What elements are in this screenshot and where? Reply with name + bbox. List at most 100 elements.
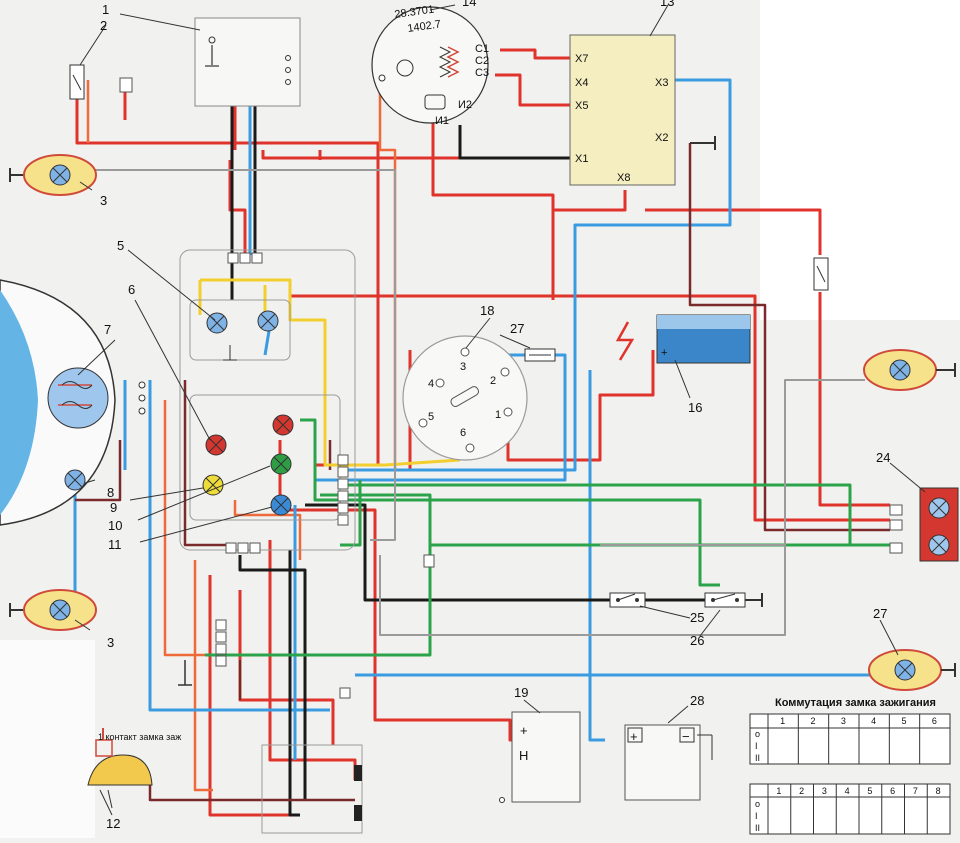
wire-black: [288, 550, 300, 817]
battery16-plus: +: [661, 347, 667, 359]
horn-12: [87, 728, 153, 816]
coil-text-2: 1402.7: [407, 18, 442, 35]
wire-brown: [148, 785, 355, 802]
wire-orange: [193, 560, 213, 792]
table-col-header: 4: [845, 786, 850, 796]
wire-red: [290, 294, 890, 522]
callout-26: 26: [690, 633, 704, 648]
generator-labels: 28.3701 1402.7 C1 C2 C3 И2 И1: [394, 4, 489, 127]
cluster-lamp-blue-2: [257, 310, 279, 332]
wire-yellow: [384, 458, 461, 467]
bottom-switch-box: [261, 744, 363, 834]
wire-blue: [340, 78, 732, 472]
callout-24: 24: [876, 450, 890, 465]
table-col-header: 2: [811, 716, 816, 726]
wire-black: [458, 125, 570, 160]
ign-term-4: 4: [428, 378, 434, 390]
coil-c2: C2: [475, 55, 489, 67]
table-col-header: 3: [822, 786, 827, 796]
callout-13: 13: [660, 0, 674, 9]
callout-12: 12: [106, 816, 120, 831]
battery-28: [624, 724, 713, 801]
table-title: Коммутация замка зажигания: [775, 697, 936, 709]
coil-text: 28.3701: [394, 4, 435, 21]
callout-7: 7: [104, 322, 111, 337]
relay-regulator-13: [569, 34, 716, 186]
callout-16: 16: [688, 400, 702, 415]
generator-14: [371, 6, 489, 124]
cluster-lamp-red-6: [205, 434, 227, 456]
wire-blue: [148, 380, 330, 712]
callout-11: 11: [108, 537, 122, 552]
relay-x7: X7: [575, 53, 588, 65]
table-col-header: 5: [902, 716, 907, 726]
ign-term-3: 3: [460, 361, 466, 373]
table-col-header: 6: [932, 716, 937, 726]
reg-plus: +: [520, 723, 528, 738]
table-col-header: 5: [867, 786, 872, 796]
relay-x8: X8: [617, 172, 630, 184]
wire-red: [495, 73, 570, 107]
table-row-header: II: [755, 823, 760, 833]
callout-8: 8: [107, 485, 114, 500]
table-col-header: 1: [780, 716, 785, 726]
coil-i2: И2: [458, 99, 472, 111]
table-col-header: 3: [841, 716, 846, 726]
wire-red: [238, 590, 335, 745]
brake-switch-25: [609, 592, 646, 608]
callout-3-top: 3: [100, 193, 107, 208]
wire-red: [553, 190, 627, 212]
coil-c1: C1: [475, 43, 489, 55]
lamp-27-right: [868, 649, 956, 691]
coil-c3: C3: [475, 67, 489, 79]
wire-orange: [233, 500, 302, 560]
cluster-lamp-green: [270, 453, 292, 475]
table-col-header: 6: [890, 786, 895, 796]
table-col-header: 7: [913, 786, 918, 796]
table-col-header: 2: [799, 786, 804, 796]
cluster-lamp-blue-10: [270, 494, 292, 516]
regulator-19: [499, 711, 581, 803]
wire-yellow: [200, 278, 385, 467]
wire-red: [228, 160, 247, 255]
fuse-right: [813, 257, 829, 291]
table-col-header: 8: [936, 786, 941, 796]
table-row-header: o: [755, 729, 760, 739]
brake-switch-26: [704, 592, 763, 608]
ign-term-2: 2: [490, 375, 496, 387]
cluster-lamp-red-2: [272, 414, 294, 436]
instrument-cluster: [179, 249, 356, 551]
wire-red: [500, 48, 570, 60]
callout-18: 18: [480, 303, 494, 318]
wire-blue: [315, 353, 567, 482]
fuse-27: [524, 348, 556, 362]
lamp-right-top: [863, 349, 956, 391]
ignition-switch-18: [402, 335, 528, 461]
callout-9: 9: [110, 500, 117, 515]
table-row-header: o: [755, 799, 760, 809]
callout-labels: 1 2 3 5 6 7 8 9 10 11 3 12 14 13 18 27 1…: [100, 0, 890, 831]
ignition-contact-note: 1 контакт замка заж: [98, 732, 181, 742]
headlight-7: [0, 279, 146, 526]
wire-grey: [379, 379, 865, 636]
callout-2: 2: [100, 18, 107, 33]
relay-x2: X2: [655, 132, 668, 144]
wire-green: [205, 493, 432, 657]
callout-6: 6: [128, 282, 135, 297]
wire-brown: [183, 380, 235, 547]
coil-i1: И1: [435, 115, 449, 127]
ign-term-5: 5: [428, 411, 434, 423]
wire-green: [300, 418, 720, 587]
cluster-lamp-yellow-9: [202, 474, 224, 496]
wire-red: [645, 208, 822, 255]
callout-3-bottom: 3: [107, 635, 114, 650]
reg-h: Н: [519, 748, 528, 763]
table-row-header: I: [755, 811, 758, 821]
callout-27-fuse: 27: [510, 321, 524, 336]
wire-brown: [75, 440, 122, 502]
wire-green: [340, 480, 362, 547]
ignition-terminal-labels: 1 2 3 4 5 6: [428, 361, 501, 439]
relay-x3: X3: [655, 77, 668, 89]
regulator-terminal-labels: + Н: [519, 723, 528, 763]
